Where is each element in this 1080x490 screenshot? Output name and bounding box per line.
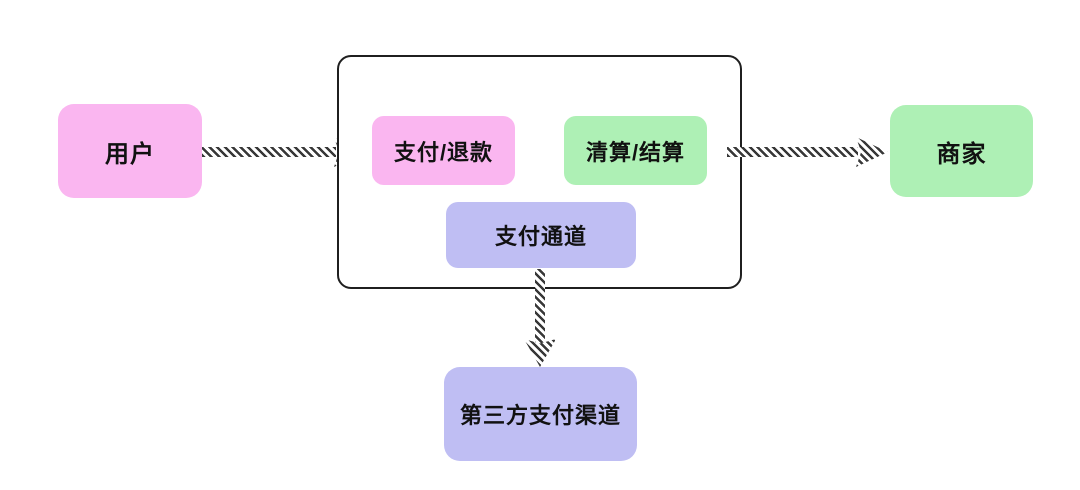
node-user-label: 用户 <box>105 140 155 168</box>
arrow-shaft <box>535 269 545 345</box>
node-third-party-channel: 第三方支付渠道 <box>444 367 637 461</box>
node-clearing-settlement: 清算/结算 <box>564 116 707 185</box>
node-merchant: 商家 <box>890 105 1033 197</box>
arrowhead-right-icon <box>856 137 888 167</box>
node-payment-refund-label: 支付/退款 <box>393 139 494 165</box>
node-third-party-channel-label: 第三方支付渠道 <box>459 403 621 428</box>
node-payment-refund: 支付/退款 <box>372 116 515 185</box>
node-merchant-label: 商家 <box>936 140 987 168</box>
node-payment-channel-label: 支付通道 <box>494 224 587 249</box>
arrow-shaft <box>727 147 858 157</box>
arrow-shaft <box>202 147 336 157</box>
node-payment-channel: 支付通道 <box>446 202 636 268</box>
node-user: 用户 <box>58 104 202 198</box>
node-clearing-settlement-label: 清算/结算 <box>585 139 686 165</box>
